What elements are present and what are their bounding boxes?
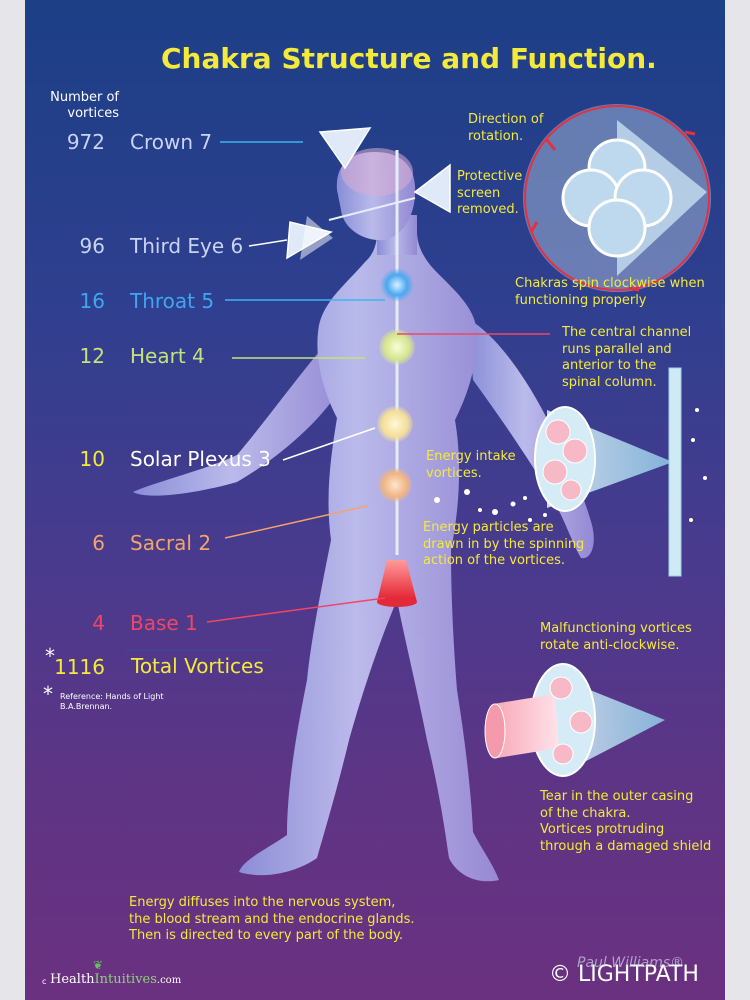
chakra-label: Sacral 2	[130, 531, 212, 555]
chakra-illustration	[125, 104, 711, 882]
annotation-tear: Tear in the outer casing of the chakra. …	[540, 789, 712, 854]
chakra-label: Heart 4	[130, 344, 205, 368]
chakra-count: 4	[92, 611, 105, 635]
human-figure	[133, 148, 594, 882]
chakra-label: Third Eye 6	[130, 234, 244, 258]
footer-lightpath: © LIGHTPATH	[549, 962, 699, 987]
annotation-central-channel: The central channel runs parallel and an…	[562, 325, 692, 390]
rotation-diagram	[523, 104, 711, 292]
footer-health-intuitives: HealthIntuitives.com	[50, 972, 181, 987]
throat-orb	[380, 268, 414, 302]
chakra-count: 10	[79, 447, 105, 471]
annotation-intake: Energy intake vortices.	[426, 449, 516, 481]
energy-particles	[434, 408, 707, 522]
chakra-count: 6	[92, 531, 105, 555]
total-label: Total Vortices	[131, 654, 264, 678]
chakra-count: 96	[79, 234, 105, 258]
chakra-label: Base 1	[130, 611, 198, 635]
footer-leaf-icon: ❦	[93, 958, 104, 972]
chakra-label: Crown 7	[130, 130, 213, 154]
footer-health: Health	[50, 972, 95, 987]
chakra-count: 12	[79, 344, 105, 368]
solar-plexus-orb	[377, 406, 413, 442]
footer-intuitives: Intuitives	[94, 972, 157, 987]
heart-orb	[379, 329, 415, 365]
footer-copyright-c: c	[42, 977, 47, 986]
total-star: *	[45, 644, 55, 668]
annotation-spin: Chakras spin clockwise when functioning …	[515, 276, 705, 308]
sacral-orb	[378, 468, 412, 502]
footer-signature: Paul Williams®	[577, 955, 685, 971]
annotation-direction: Direction of rotation.	[468, 112, 544, 144]
annotation-protective: Protective screen removed.	[457, 169, 523, 217]
chakra-label: Throat 5	[130, 289, 215, 313]
annotation-malfunction: Malfunctioning vortices rotate anti-cloc…	[540, 621, 692, 653]
malfunction-diagram	[484, 663, 665, 777]
reference-text: Reference: Hands of Light B.A.Brennan.	[60, 692, 164, 711]
intake-cone-diagram	[534, 367, 682, 577]
chakra-count: 16	[79, 289, 105, 313]
chakra-poster: Chakra Structure and Function. Number of…	[25, 0, 725, 1000]
page-title: Chakra Structure and Function.	[161, 42, 657, 75]
total-count: 1116	[54, 655, 105, 679]
chakra-label: Solar Plexus 3	[130, 447, 271, 471]
chakra-count: 972	[66, 130, 105, 154]
base-cone	[377, 560, 417, 602]
annotation-diffuse: Energy diffuses into the nervous system,…	[129, 895, 415, 943]
reference-star: *	[43, 682, 53, 706]
footer-com: .com	[156, 975, 182, 986]
crown-cone	[318, 127, 372, 170]
vortices-header: Number of vortices	[50, 90, 119, 121]
annotation-particles: Energy particles are drawn in by the spi…	[423, 520, 585, 568]
